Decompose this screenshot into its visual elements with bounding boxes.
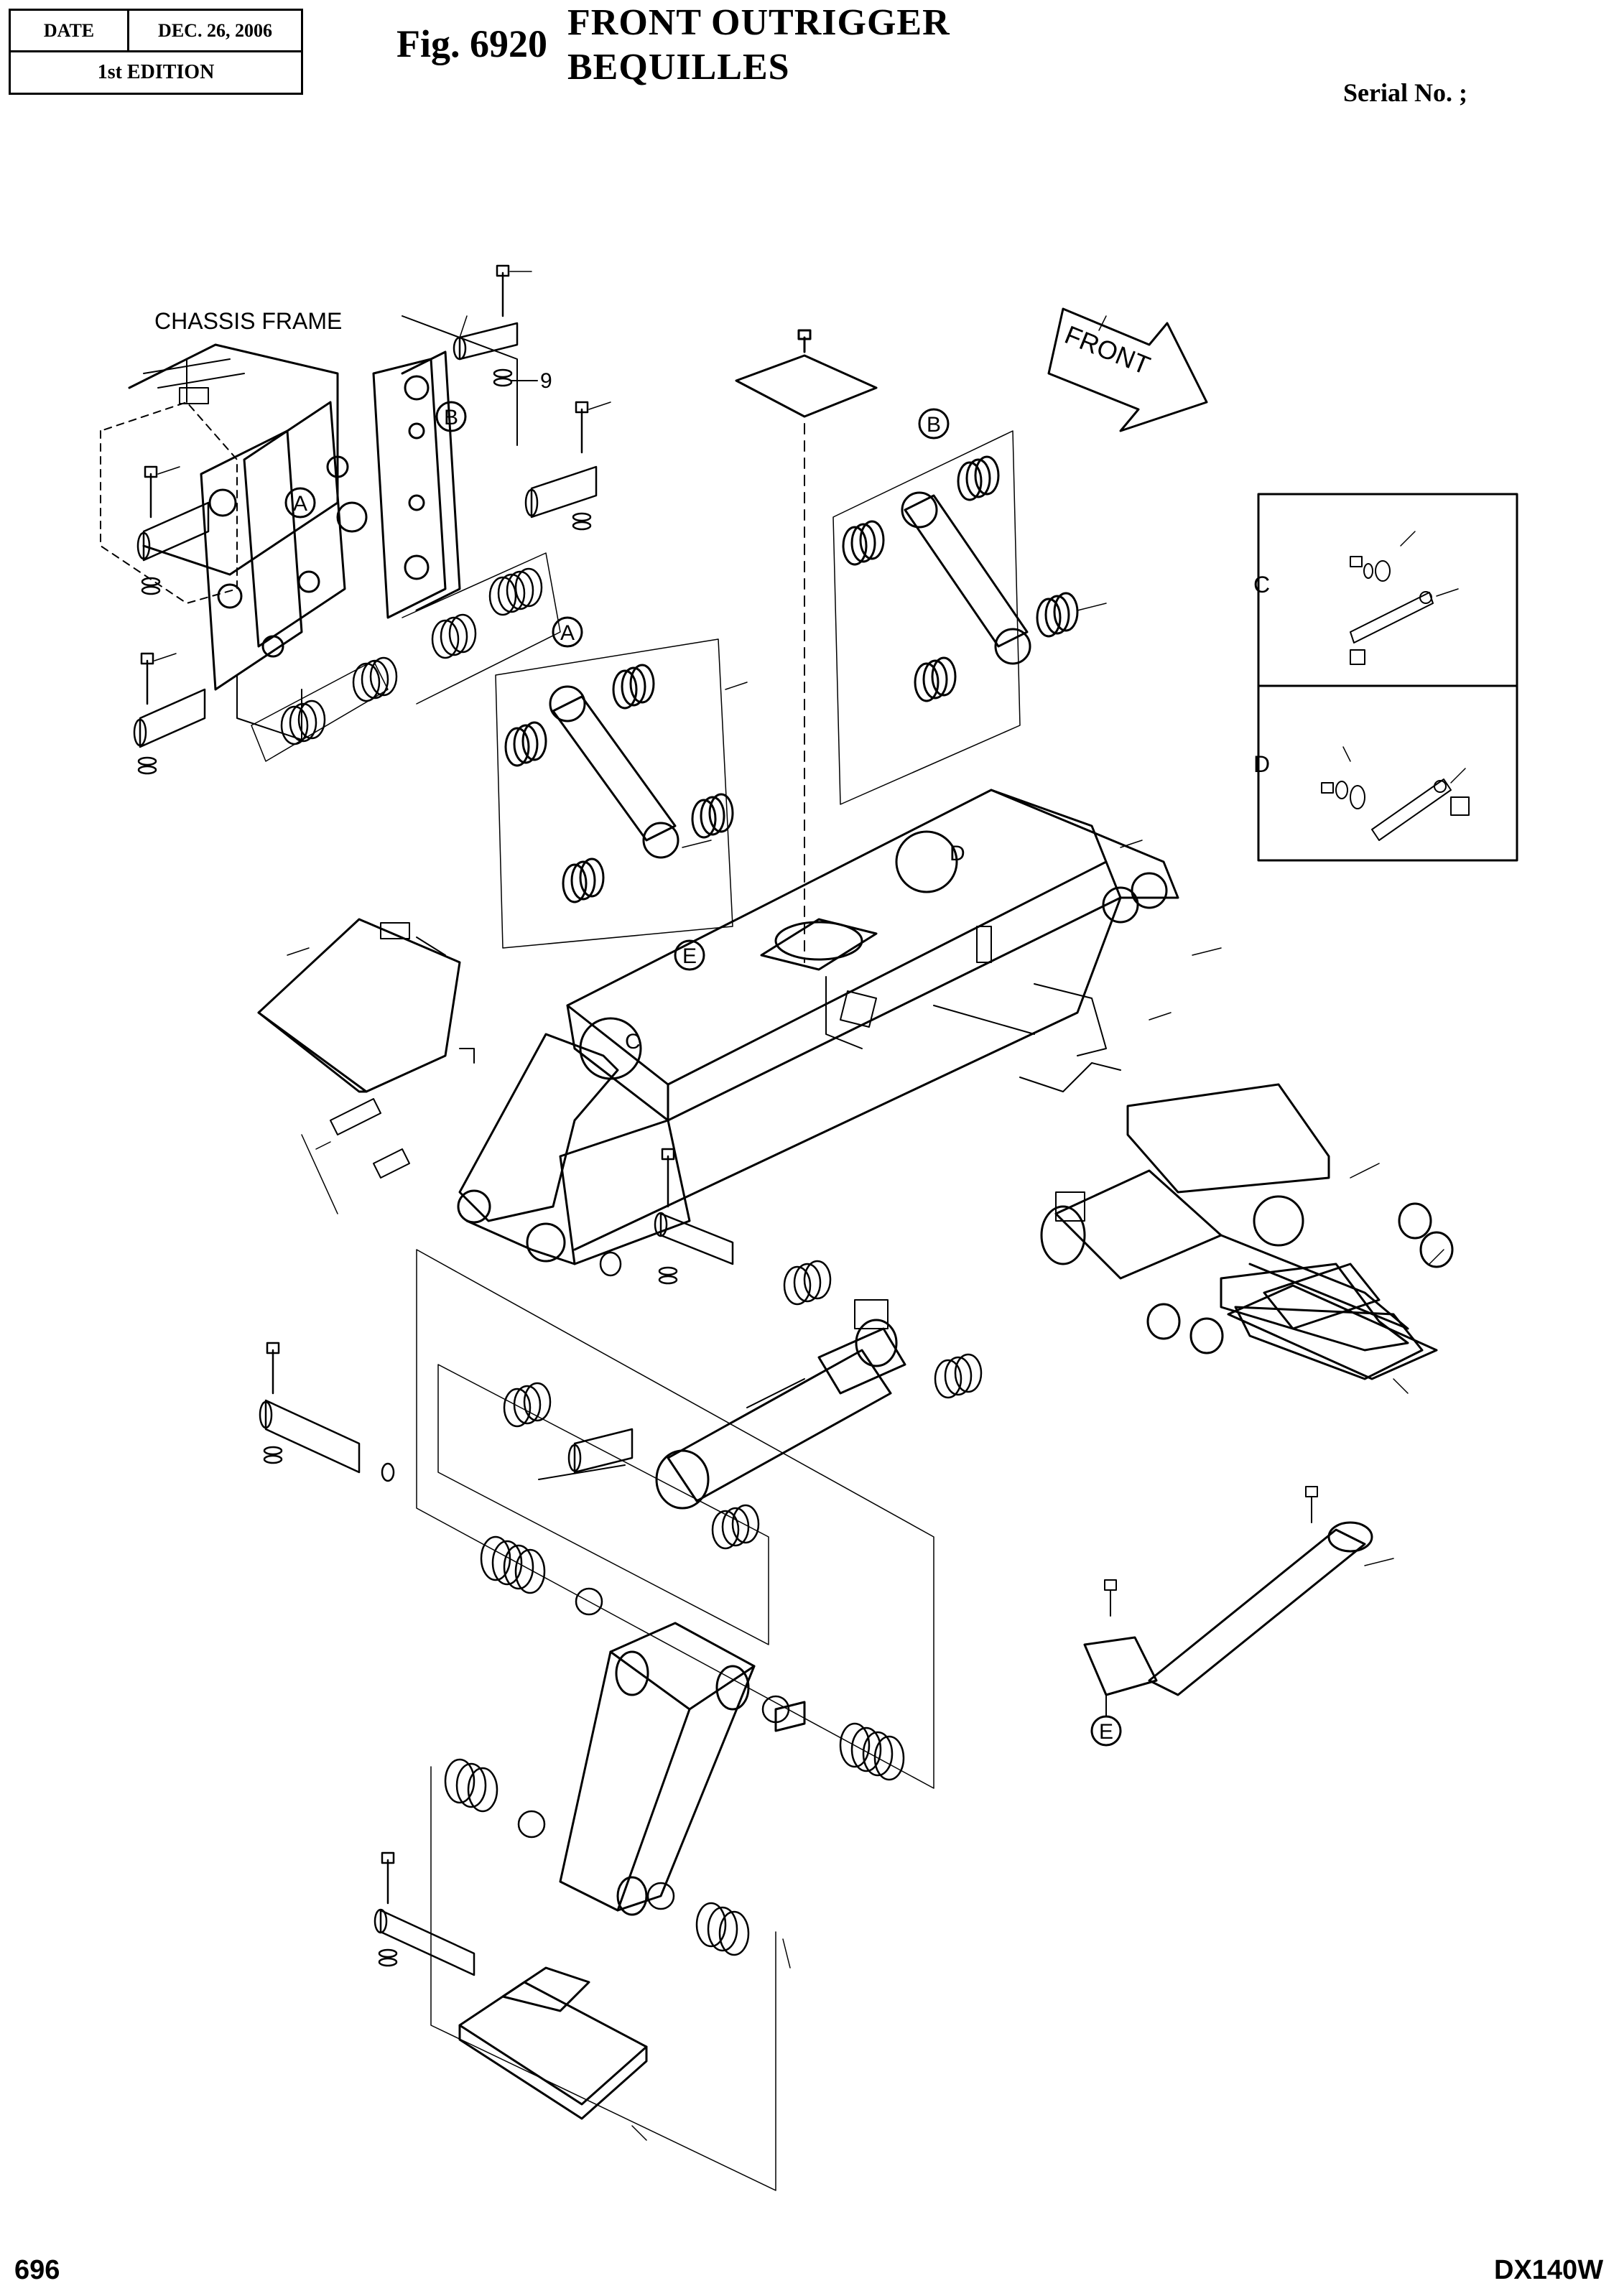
callout-d-beam-label: D [950, 842, 965, 865]
callout-a-link: A [552, 616, 583, 648]
washer-stacks-lower [444, 1260, 983, 1956]
callout-e-leg-label: E [1099, 1720, 1113, 1744]
right-pad [1227, 1263, 1438, 1380]
callout-b-chassis: B [435, 401, 467, 432]
front-label: FRONT [1061, 320, 1154, 380]
page-number: 696 [14, 2255, 60, 2285]
figure-number: Fig. 6920 [396, 22, 547, 65]
leader-lines [154, 271, 1466, 2141]
date-row: DATE DEC. 26, 2006 [11, 11, 301, 52]
model-number: DX140W [1494, 2255, 1604, 2285]
outrigger-beam [457, 789, 1179, 1265]
callout-c-beam-label: C [625, 1030, 641, 1054]
lower-swing-arm [559, 1622, 806, 1916]
callout-e-leg: E [1090, 1694, 1122, 1747]
callout-b-label: B [444, 406, 458, 429]
title-english: FRONT OUTRIGGER [567, 2, 950, 43]
lower-pad [458, 1966, 648, 2120]
callout-c-beam: C [579, 1017, 642, 1080]
callout-a-label: A [293, 492, 307, 516]
callout-a-link-label: A [560, 621, 575, 645]
stabilizer-leg [1083, 1486, 1373, 1696]
chassis-frame: CHASSIS FRAME [100, 308, 518, 740]
callout-a-chassis: A [284, 487, 316, 519]
callout-d-beam: D [895, 830, 965, 893]
cover-plate [735, 329, 878, 963]
callout-b-link-label: B [927, 413, 941, 437]
date-label: DATE [11, 11, 129, 50]
chassis-frame-label: CHASSIS FRAME [154, 308, 342, 334]
detail-d-label: D [1253, 751, 1270, 777]
right-cylinder-assembly [1040, 1083, 1454, 1380]
front-arrow: FRONT [1047, 307, 1208, 432]
rotating-cover [257, 918, 475, 1214]
detail-c-label: C [1253, 572, 1270, 598]
chassis-pins: 9 [133, 264, 598, 775]
title-french: BEQUILLES [567, 47, 790, 88]
edition-label: 1st EDITION [97, 61, 215, 83]
washer-stacks-left [251, 552, 561, 762]
callout-e-beam-label: E [682, 944, 697, 968]
date-value: DEC. 26, 2006 [158, 19, 272, 41]
item-9-label: 9 [540, 369, 552, 393]
hydraulic-cylinder [655, 1299, 906, 1510]
link-a [495, 638, 734, 949]
callout-e-beam: E [674, 939, 705, 971]
guide-frames [416, 1249, 934, 2191]
date-edition-box: DATE DEC. 26, 2006 1st EDITION [9, 9, 303, 95]
pin-assemblies [259, 1148, 734, 1976]
serial-number: Serial No. ; [1343, 78, 1467, 107]
detail-box-cd: C D [1253, 493, 1518, 862]
step-ladder [933, 926, 1121, 1092]
link-b: B [832, 408, 1079, 805]
